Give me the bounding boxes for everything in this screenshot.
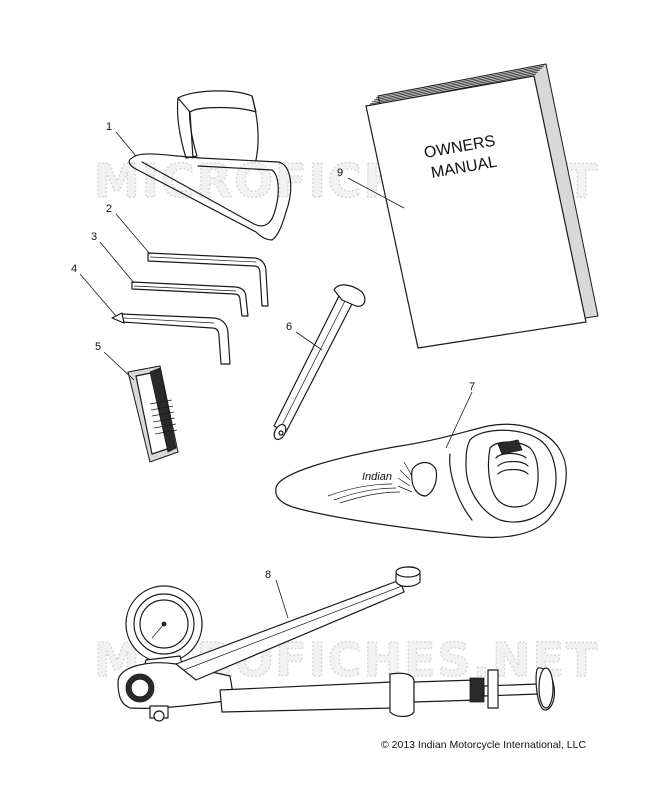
leader-lines	[79, 131, 473, 619]
callout-4: 4	[71, 263, 77, 275]
indian-logo-text: Indian	[362, 471, 392, 483]
part-6-wrench-handle	[273, 284, 366, 441]
part-8-suspension-pump	[117, 566, 555, 722]
part-5-fuse-puller	[127, 365, 179, 463]
callout-7: 7	[469, 381, 475, 393]
part-3-hex-key	[131, 281, 249, 317]
callout-3: 3	[91, 231, 97, 243]
callout-5: 5	[95, 341, 101, 353]
callout-1: 1	[106, 121, 112, 133]
part-2-hex-key	[147, 252, 269, 307]
part-7-tank-cover: Indian	[275, 423, 567, 539]
callout-numbers: 1 2 3 4 5 6 7 8 9	[71, 121, 475, 581]
callout-9: 9	[337, 167, 343, 179]
callout-2: 2	[106, 203, 112, 215]
part-1-tool-clip	[128, 90, 292, 241]
indian-logo: Indian	[327, 461, 438, 504]
callout-6: 6	[286, 321, 292, 333]
part-9-owners-manual: OWNERS MANUAL	[365, 63, 599, 349]
copyright-notice: © 2013 Indian Motorcycle International, …	[381, 739, 586, 751]
callout-8: 8	[265, 569, 271, 581]
part-4-driver-key	[111, 312, 231, 365]
